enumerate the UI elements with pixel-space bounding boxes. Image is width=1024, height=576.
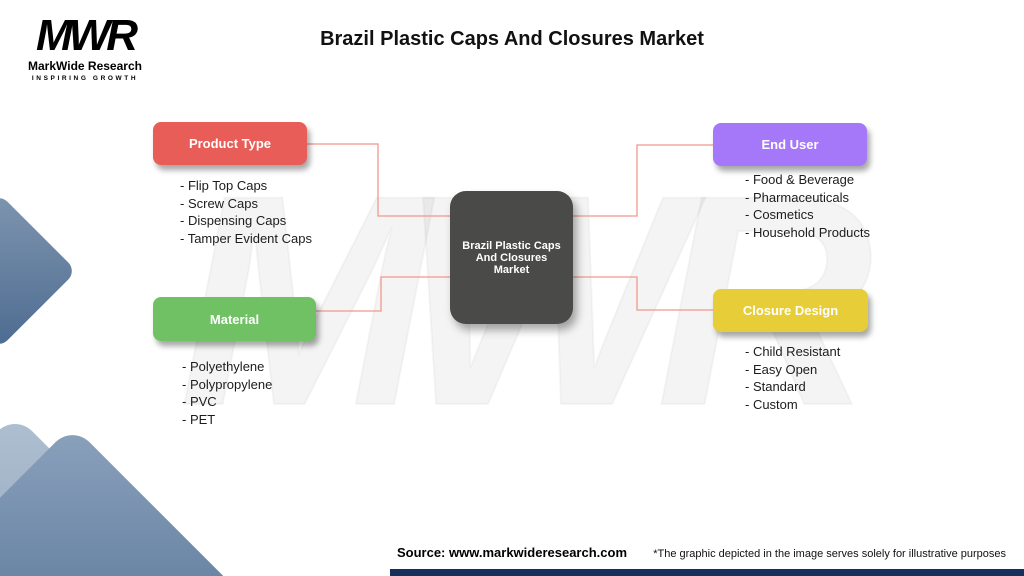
segment-header-material: Material: [153, 297, 316, 341]
connector-line: [573, 144, 713, 217]
segment-header-product-type: Product Type: [153, 122, 307, 165]
segment-label: End User: [761, 137, 819, 152]
segment-items-end-user: - Food & Beverage - Pharmaceuticals - Cosm…: [745, 171, 870, 241]
list-item: - Food & Beverage: [745, 172, 855, 187]
center-node: Brazil Plastic Caps And Closures Market: [450, 191, 573, 324]
list-item: - Pharmaceuticals: [745, 189, 850, 205]
logo-acronym: MWR: [36, 11, 138, 60]
list-item: - Polypropylene: [182, 376, 273, 392]
list-item: - PVC: [182, 394, 217, 409]
list-item: - Flip Top Caps: [180, 178, 268, 193]
bottom-accent-bar: [390, 569, 1024, 576]
connector-line: [316, 276, 450, 312]
list-item: - Custom: [745, 396, 798, 412]
list-item: - Child Resistant: [745, 344, 841, 359]
segment-header-closure-design: Closure Design: [713, 289, 868, 332]
list-item: - Household Products: [745, 224, 871, 240]
disclaimer-text: *The graphic depicted in the image serve…: [653, 548, 1006, 560]
list-item: - Polyethylene: [182, 359, 265, 374]
logo-tagline: INSPIRING GROWTH: [31, 75, 139, 82]
center-node-label: Brazil Plastic Caps And Closures Market: [462, 239, 561, 276]
list-item: - Tamper Evident Caps: [180, 230, 312, 246]
logo-name: MarkWide Research: [28, 59, 142, 73]
decorative-diamond-left: [0, 193, 77, 349]
segment-label: Product Type: [188, 136, 272, 151]
segment-items-closure-design: - Child Resistant - Easy Open - Standard - …: [745, 343, 840, 413]
list-item: - PET: [182, 411, 216, 427]
connector-line: [573, 276, 713, 311]
logo: MWR MarkWide Research INSPIRING GROWTH: [20, 11, 150, 83]
connector-line: [307, 143, 450, 217]
segment-items-material: - Polyethylene - Polypropylene - PVC - PET: [182, 358, 272, 428]
list-item: - Easy Open: [745, 361, 818, 377]
list-item: - Cosmetics: [745, 207, 814, 222]
segment-items-product-type: - Flip Top Caps - Screw Caps - Dispensing …: [180, 177, 312, 247]
source-url: www.markwideresearch.com: [449, 545, 628, 560]
list-item: - Standard: [745, 379, 806, 394]
list-item: - Screw Caps: [180, 195, 259, 211]
source-label: Source:: [396, 545, 446, 560]
segment-label: Material: [209, 311, 260, 327]
source-line: Source: www.markwideresearch.com: [0, 545, 1024, 560]
page-title: Brazil Plastic Caps And Closures Market: [320, 28, 704, 50]
segment-label: Closure Design: [742, 303, 839, 318]
segment-header-end-user: End User: [713, 123, 867, 166]
list-item: - Dispensing Caps: [180, 213, 287, 228]
